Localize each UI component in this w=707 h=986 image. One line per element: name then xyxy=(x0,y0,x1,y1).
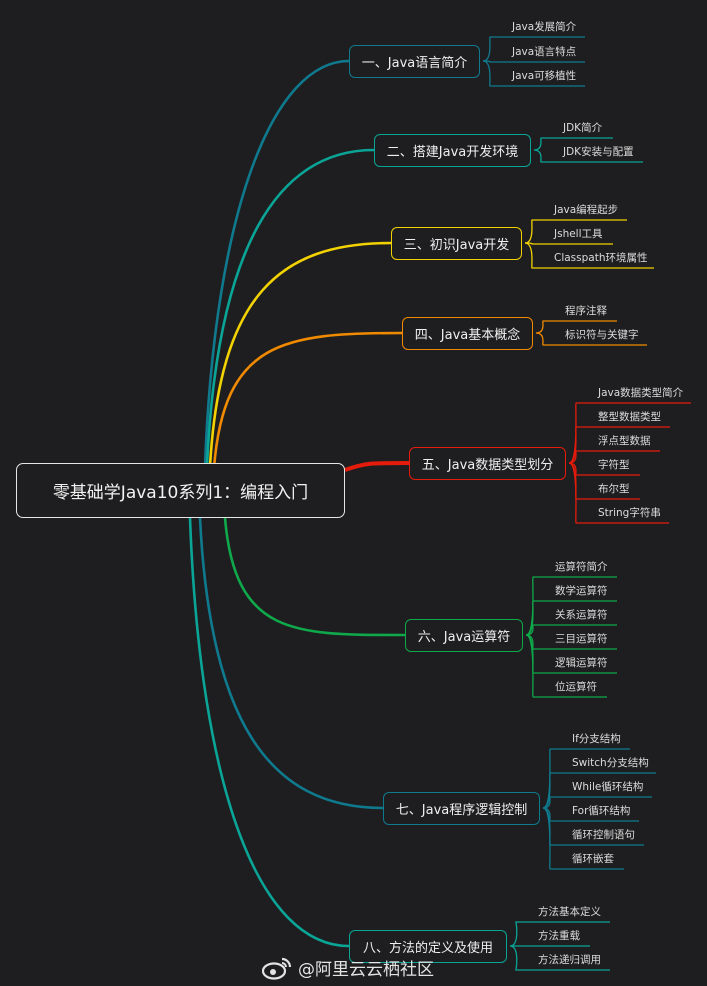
leaf-connector xyxy=(568,462,669,524)
leaf-connector xyxy=(524,242,613,245)
subtopic[interactable]: For循环结构 xyxy=(572,805,631,817)
leaf-connector xyxy=(525,624,617,636)
topic-6[interactable]: 六、Java运算符 xyxy=(405,618,523,652)
subtopic[interactable]: 方法递归调用 xyxy=(538,954,601,966)
topic-label: 二、搭建Java开发环境 xyxy=(386,144,519,160)
subtopic[interactable]: 方法重载 xyxy=(538,930,580,942)
leaf-connector xyxy=(542,772,656,809)
subtopic[interactable]: 循环控制语句 xyxy=(572,829,635,841)
subtopic[interactable]: JDK简介 xyxy=(563,122,603,134)
topic-label: 一、Java语言简介 xyxy=(361,55,468,71)
subtopic[interactable]: 位运算符 xyxy=(555,681,597,693)
leaf-connector xyxy=(482,36,585,62)
leaf-connector xyxy=(524,219,627,244)
subtopic[interactable]: 布尔型 xyxy=(598,483,630,495)
topic-1[interactable]: 一、Java语言简介 xyxy=(349,44,480,78)
subtopic[interactable]: Java编程起步 xyxy=(554,204,619,216)
topic-7[interactable]: 七、Java程序逻辑控制 xyxy=(383,791,540,825)
leaf-connector xyxy=(509,921,610,947)
topic-label: 七、Java程序逻辑控制 xyxy=(395,802,528,818)
subtopic[interactable]: If分支结构 xyxy=(572,733,621,745)
leaf-connector xyxy=(568,426,670,464)
branch-connector xyxy=(205,148,375,467)
topic-4[interactable]: 四、Java基本概念 xyxy=(402,316,533,350)
subtopic[interactable]: String字符串 xyxy=(598,507,661,519)
leaf-connector xyxy=(568,450,660,464)
leaf-connector xyxy=(482,60,585,87)
branch-connector xyxy=(223,517,406,637)
topic-label: 五、Java数据类型划分 xyxy=(421,457,554,473)
subtopic[interactable]: 方法基本定义 xyxy=(538,906,601,918)
leaf-connector xyxy=(542,796,652,809)
topic-5[interactable]: 五、Java数据类型划分 xyxy=(409,446,566,480)
subtopic[interactable]: 标识符与关键字 xyxy=(565,329,639,341)
subtopic[interactable]: 字符型 xyxy=(598,459,630,471)
leaf-connector xyxy=(509,945,610,971)
branch-connector xyxy=(188,517,350,948)
subtopic[interactable]: 逻辑运算符 xyxy=(555,657,608,669)
topic-8[interactable]: 八、方法的定义及使用 xyxy=(349,929,507,963)
topic-label: 六、Java运算符 xyxy=(417,629,511,645)
subtopic[interactable]: 整型数据类型 xyxy=(598,411,661,423)
leaf-connector xyxy=(524,242,654,269)
root-title: 零基础学Java10系列1：编程入门 xyxy=(52,483,309,503)
leaf-connector xyxy=(533,149,643,163)
topic-label: 三、初识Java开发 xyxy=(403,237,510,253)
subtopic[interactable]: 关系运算符 xyxy=(555,609,608,621)
root-topic[interactable]: 零基础学Java10系列1：编程入门 xyxy=(16,463,345,518)
leaf-connector xyxy=(525,634,607,698)
subtopic[interactable]: 数学运算符 xyxy=(555,585,608,597)
leaf-connector xyxy=(533,137,613,151)
topic-label: 八、方法的定义及使用 xyxy=(362,940,493,956)
subtopic[interactable]: Switch分支结构 xyxy=(572,757,649,769)
topic-label: 四、Java基本概念 xyxy=(414,327,521,343)
leaf-connector xyxy=(542,807,624,870)
subtopic[interactable]: 三目运算符 xyxy=(555,633,608,645)
subtopic[interactable]: Jshell工具 xyxy=(554,228,603,240)
weibo-icon xyxy=(262,957,292,980)
subtopic[interactable]: Classpath环境属性 xyxy=(554,252,648,264)
subtopic[interactable]: 运算符简介 xyxy=(555,561,608,573)
leaf-connector xyxy=(525,600,617,636)
branch-connector xyxy=(203,59,350,467)
watermark-text: @阿里云云栖社区 xyxy=(298,960,434,980)
subtopic[interactable]: Java数据类型简介 xyxy=(598,387,684,399)
subtopic[interactable]: JDK安装与配置 xyxy=(563,146,634,158)
subtopic[interactable]: While循环结构 xyxy=(572,781,644,793)
subtopic[interactable]: 循环嵌套 xyxy=(572,853,614,865)
subtopic[interactable]: 程序注释 xyxy=(565,305,607,317)
subtopic[interactable]: Java可移植性 xyxy=(512,70,577,82)
leaf-connector xyxy=(482,60,585,63)
subtopic[interactable]: Java语言特点 xyxy=(512,46,577,58)
branch-connector xyxy=(344,461,410,472)
watermark: @阿里云云栖社区 xyxy=(262,955,434,980)
subtopic[interactable]: Java发展简介 xyxy=(512,21,577,33)
topic-2[interactable]: 二、搭建Java开发环境 xyxy=(374,133,531,167)
branch-connector xyxy=(212,331,403,469)
branch-connector xyxy=(208,241,392,467)
subtopic[interactable]: 浮点型数据 xyxy=(598,435,651,447)
leaf-connector xyxy=(535,332,647,346)
topic-3[interactable]: 三、初识Java开发 xyxy=(391,226,522,260)
leaf-connector xyxy=(535,320,617,334)
branch-connector xyxy=(198,517,384,810)
